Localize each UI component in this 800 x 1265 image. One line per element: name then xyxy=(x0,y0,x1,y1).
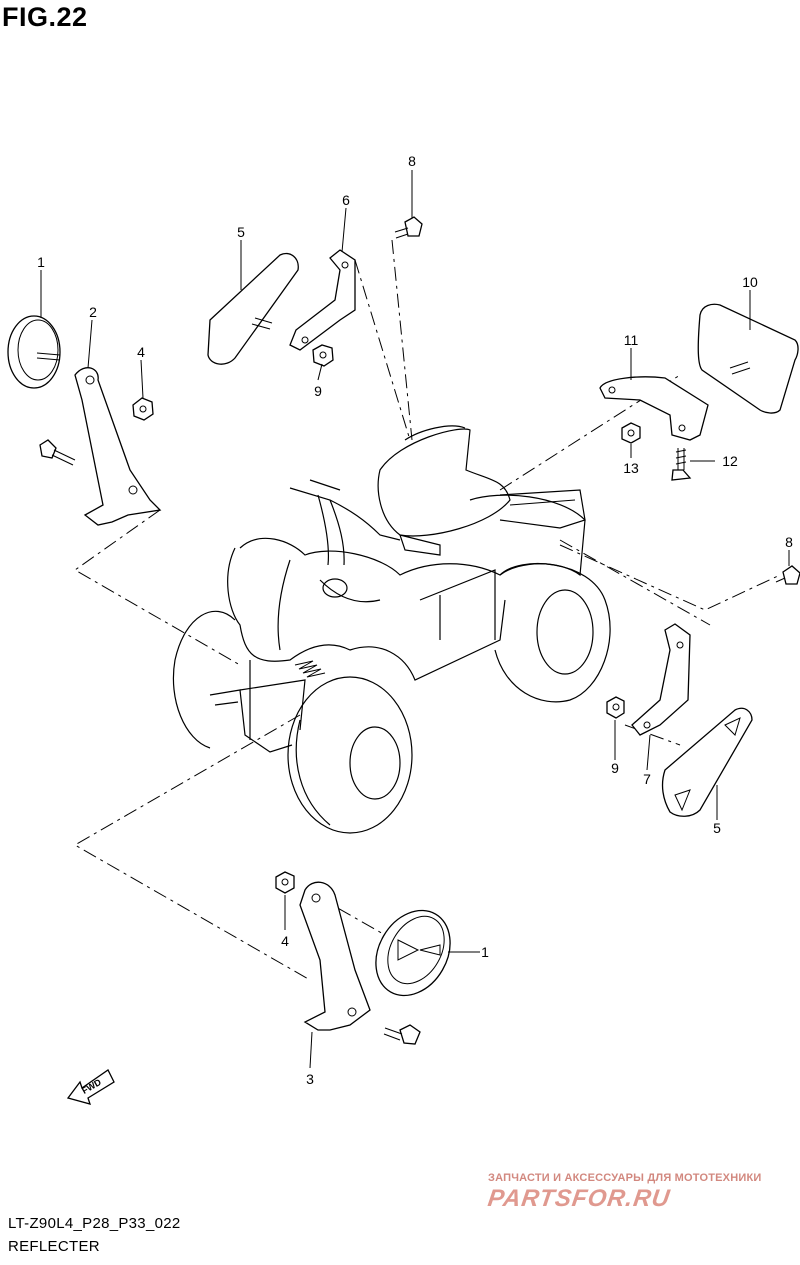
callout-1-lower: 1 xyxy=(481,944,489,960)
callout-6: 6 xyxy=(342,192,350,208)
reflector-rect-upper xyxy=(207,252,299,365)
nut-upper-left xyxy=(132,397,154,421)
callout-13: 13 xyxy=(623,460,639,476)
bolt-lower xyxy=(383,1024,421,1045)
bolt-upper-left xyxy=(39,439,76,466)
callout-12: 12 xyxy=(722,453,738,469)
nut-right xyxy=(606,696,625,719)
watermark-brand: PARTSFOR.RU xyxy=(486,1185,673,1212)
nut-upper-right xyxy=(621,422,641,444)
callout-8-right: 8 xyxy=(785,534,793,550)
callout-11: 11 xyxy=(624,332,639,348)
watermark-subtitle: ЗАПЧАСТИ И АКСЕССУАРЫ ДЛЯ МОТОТЕХНИКИ xyxy=(488,1172,762,1184)
nut-upper-mid xyxy=(312,344,334,367)
callout-10: 10 xyxy=(742,274,758,290)
callout-9-upper: 9 xyxy=(314,383,322,399)
leader-lines xyxy=(73,239,781,981)
bracket-left xyxy=(74,367,162,526)
diagram-name: REFLECTER xyxy=(8,1238,100,1255)
fwd-arrow: FWD xyxy=(66,1069,115,1105)
callout-3: 3 xyxy=(306,1071,314,1087)
nut-lower xyxy=(275,871,295,894)
bracket-lower xyxy=(299,881,371,1031)
callout-9-right: 9 xyxy=(611,760,619,776)
atv-illustration xyxy=(172,425,611,834)
callout-2: 2 xyxy=(89,304,97,320)
bracket-upper-right xyxy=(599,376,709,441)
callout-5-right: 5 xyxy=(713,820,721,836)
bracket-right xyxy=(631,623,691,736)
callout-4-lower: 4 xyxy=(281,933,289,949)
screw-upper-right xyxy=(671,448,692,481)
reflector-rect-upper-right xyxy=(697,303,799,414)
reflector-round-upper xyxy=(7,315,61,389)
callout-8-upper: 8 xyxy=(408,153,416,169)
figure-title: FIG.22 xyxy=(2,2,88,32)
callout-1-upper: 1 xyxy=(37,254,45,270)
callout-labels: 1 2 4 5 6 8 9 10 11 12 13 8 9 7 5 4 1 3 xyxy=(37,153,793,1087)
callout-leaders xyxy=(40,170,790,1069)
reflector-round-lower xyxy=(375,909,451,997)
callout-7: 7 xyxy=(643,771,651,787)
reflector-rect-right xyxy=(661,707,753,817)
callout-5-upper: 5 xyxy=(237,224,245,240)
bolt-right xyxy=(775,565,800,585)
diagram-code: LT-Z90L4_P28_P33_022 xyxy=(8,1215,181,1232)
bolt-upper xyxy=(394,216,423,239)
callout-4-upper: 4 xyxy=(137,344,145,360)
bracket-upper xyxy=(289,249,356,351)
